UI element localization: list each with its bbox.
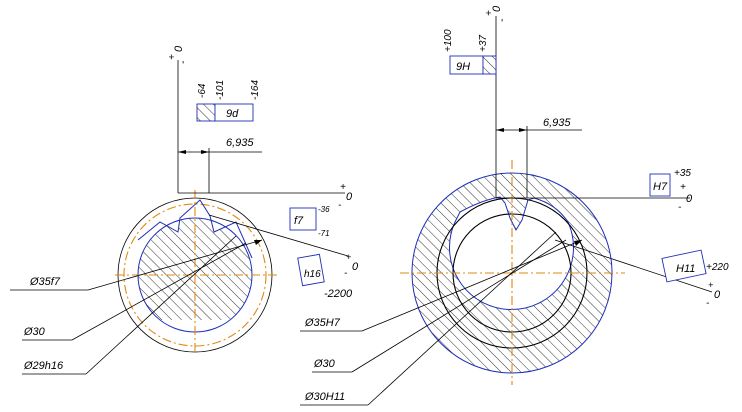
shaft-base-plus: + xyxy=(340,182,346,193)
hub-h11-plus: + xyxy=(708,280,713,290)
hub-top-minus: - xyxy=(497,18,508,22)
shaft-spline-profile xyxy=(137,199,253,259)
shaft-base-minus: - xyxy=(338,200,342,211)
hub-h11-box xyxy=(661,249,707,283)
hub-h7-zero: 0 xyxy=(686,193,693,205)
shaft-field-9d: 9d xyxy=(226,108,239,120)
shaft-tolerance-diagram: 6,935 + 0 - -64 -101 -164 9d + 0 - f7 -3… xyxy=(10,45,359,375)
hub-top-zero: 0 xyxy=(491,5,503,12)
shaft-label-d-30: Ø30 xyxy=(23,326,46,338)
hub-dim-6935: 6,935 xyxy=(543,117,571,129)
hub-field-h11: H11 xyxy=(676,263,695,275)
hub-h7-box xyxy=(649,173,671,197)
shaft-dev-9d-lower: -164 xyxy=(250,80,261,100)
shaft-base-zero: 0 xyxy=(346,191,353,203)
shaft-label-d-h16: Ø29h16 xyxy=(23,360,64,372)
shaft-h16-box xyxy=(297,253,325,287)
shaft-top-minus: - xyxy=(178,60,189,64)
shaft-hatched-section xyxy=(138,218,252,320)
shaft-field-h16: h16 xyxy=(304,269,321,280)
hub-h7-minus: - xyxy=(678,202,682,213)
shaft-top-zero: 0 xyxy=(173,45,185,52)
hub-label-d-h7: Ø35H7 xyxy=(304,317,341,329)
shaft-view xyxy=(115,190,277,355)
shaft-dim-6935: 6,935 xyxy=(226,137,254,149)
hub-dev-h7-upper: +35 xyxy=(674,168,691,179)
hub-9h-fill-zone xyxy=(483,56,496,74)
hub-dev-9h-upper: +100 xyxy=(443,29,454,52)
shaft-top-plus: + xyxy=(167,54,178,60)
hub-dev-h11-upper: +220 xyxy=(706,262,729,273)
shaft-h16-plus: + xyxy=(346,252,351,262)
hub-label-d-h11: Ø30H11 xyxy=(304,391,345,403)
shaft-dev-h16-lower: -2200 xyxy=(324,288,353,300)
shaft-dev-9d-upper: -64 xyxy=(197,83,208,98)
shaft-dev-f7-upper: -36 xyxy=(318,205,330,214)
hub-label-d-30: Ø30 xyxy=(313,358,336,370)
hub-h11-minus: - xyxy=(706,298,710,309)
hub-field-h7: H7 xyxy=(653,181,668,193)
hub-top-plus: + xyxy=(484,10,495,16)
hub-tolerance-diagram: 6,935 + 0 - +100 +37 9H H7 +35 + 0 - H11… xyxy=(300,5,729,406)
hub-h11-zero: 0 xyxy=(714,289,721,301)
shaft-dev-9d-mid: -101 xyxy=(215,80,226,100)
hub-field-9h: 9H xyxy=(456,61,470,73)
hub-h7-plus: + xyxy=(680,182,686,193)
shaft-field-f7: f7 xyxy=(294,215,304,227)
shaft-9d-box xyxy=(214,103,254,122)
shaft-dev-f7-lower: -71 xyxy=(318,229,330,238)
shaft-label-d-f7: Ø35f7 xyxy=(29,276,61,288)
shaft-h16-minus: - xyxy=(344,268,348,279)
shaft-h16-zero: 0 xyxy=(352,261,359,273)
hub-dev-9h-lower: +37 xyxy=(478,35,489,52)
shaft-f7-box xyxy=(289,207,317,231)
